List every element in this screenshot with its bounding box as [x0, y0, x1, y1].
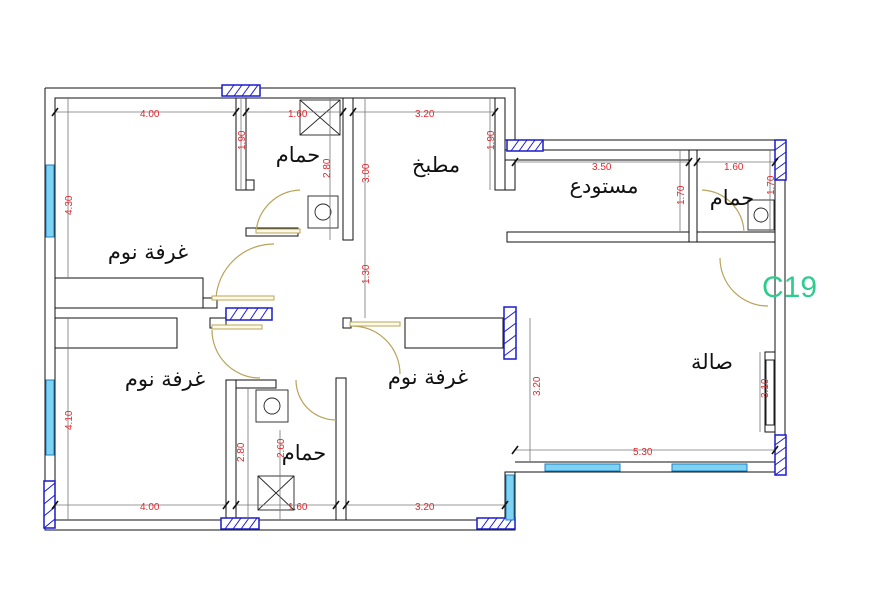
door-right-bedroom — [351, 325, 401, 375]
doors — [211, 189, 769, 421]
room-label-bath-top: حمام — [276, 143, 321, 167]
door-right-bath — [701, 189, 745, 233]
dim-bottom-bath-depth: 2.80 — [236, 442, 247, 462]
dim-top-bath-height: 1.90 — [237, 130, 248, 150]
dim-corridor: 1.30 — [361, 264, 372, 284]
plan-code: C19 — [762, 271, 817, 304]
dim-kitchen-height: 3.00 — [361, 163, 372, 183]
column-kitchen-right — [506, 139, 544, 152]
dim-bottom-left-width: 4.00 — [140, 502, 160, 513]
column-center — [225, 307, 273, 321]
window-left-top — [45, 164, 55, 238]
dim-top-bedroom-height: 4.30 — [64, 195, 75, 215]
dimension-labels: 4.00 1.60 3.20 4.30 1.90 2.80 3.00 1.90 … — [64, 109, 777, 513]
room-label-bedroom-bottom-left: غرفة نوم — [125, 367, 205, 391]
window-bottom-2 — [671, 463, 748, 472]
window-bottom-1 — [544, 463, 621, 472]
door-bottom-bath — [295, 379, 337, 421]
bottom-bath-shower-icon — [257, 475, 295, 511]
dim-top-bath-depth: 2.80 — [322, 158, 333, 178]
room-label-bedroom-top: غرفة نوم — [108, 240, 188, 264]
dim-living-width: 5.30 — [633, 447, 653, 458]
dimension-lines — [51, 98, 779, 520]
column-top-center — [221, 84, 261, 97]
room-label-bath-bottom: حمام — [282, 441, 327, 465]
door-living — [719, 257, 769, 307]
dim-kitchen-side: 1.90 — [486, 130, 497, 150]
room-label-bedroom-bottom-right: غرفة نوم — [388, 365, 468, 389]
column-mid-right — [503, 306, 517, 360]
door-top-bath — [255, 189, 301, 233]
dim-bottom-right-width: 3.20 — [415, 502, 435, 513]
top-bath-sink-icon — [307, 195, 339, 229]
dim-bottom-bath-width: 1.60 — [288, 502, 308, 513]
dim-right-bath-width: 1.60 — [724, 162, 744, 173]
dim-top-bedroom-width: 4.00 — [140, 109, 160, 120]
column-bottom-center — [220, 517, 260, 530]
room-labels: غرفة نوم غرفة نوم غرفة نوم حمام حمام حما… — [108, 143, 754, 465]
dim-bottom-left-height: 4.10 — [64, 410, 75, 430]
room-label-storage: مستودع — [569, 174, 638, 198]
dim-bottom-bath-inner: 2.60 — [276, 438, 287, 458]
window-left-bottom — [45, 379, 55, 456]
windows — [45, 164, 775, 521]
dim-right-bath-height: 1.70 — [766, 175, 777, 195]
room-label-kitchen: مطبخ — [412, 153, 460, 177]
room-label-bath-right: حمام — [710, 186, 755, 210]
room-label-living: صالة — [691, 350, 733, 374]
dim-living-side: 3.10 — [760, 378, 771, 398]
window-right — [765, 359, 775, 426]
column-bottom-right — [476, 517, 516, 530]
dim-kitchen-width: 3.20 — [415, 109, 435, 120]
dim-living-height: 3.20 — [532, 376, 543, 396]
dim-storage-height: 1.70 — [676, 185, 687, 205]
column-right-bottom — [774, 434, 787, 476]
dim-top-bath-width: 1.60 — [288, 109, 308, 120]
dim-storage-width: 3.50 — [592, 162, 612, 173]
column-bottom-left — [43, 480, 56, 529]
door-top-bedroom — [215, 243, 275, 299]
top-bath-shower-icon — [299, 99, 341, 136]
door-left-bedroom — [211, 329, 261, 379]
bottom-bath-sink-icon — [255, 389, 289, 423]
columns — [43, 84, 787, 530]
column-right-top — [774, 139, 787, 181]
window-corner — [505, 474, 515, 521]
